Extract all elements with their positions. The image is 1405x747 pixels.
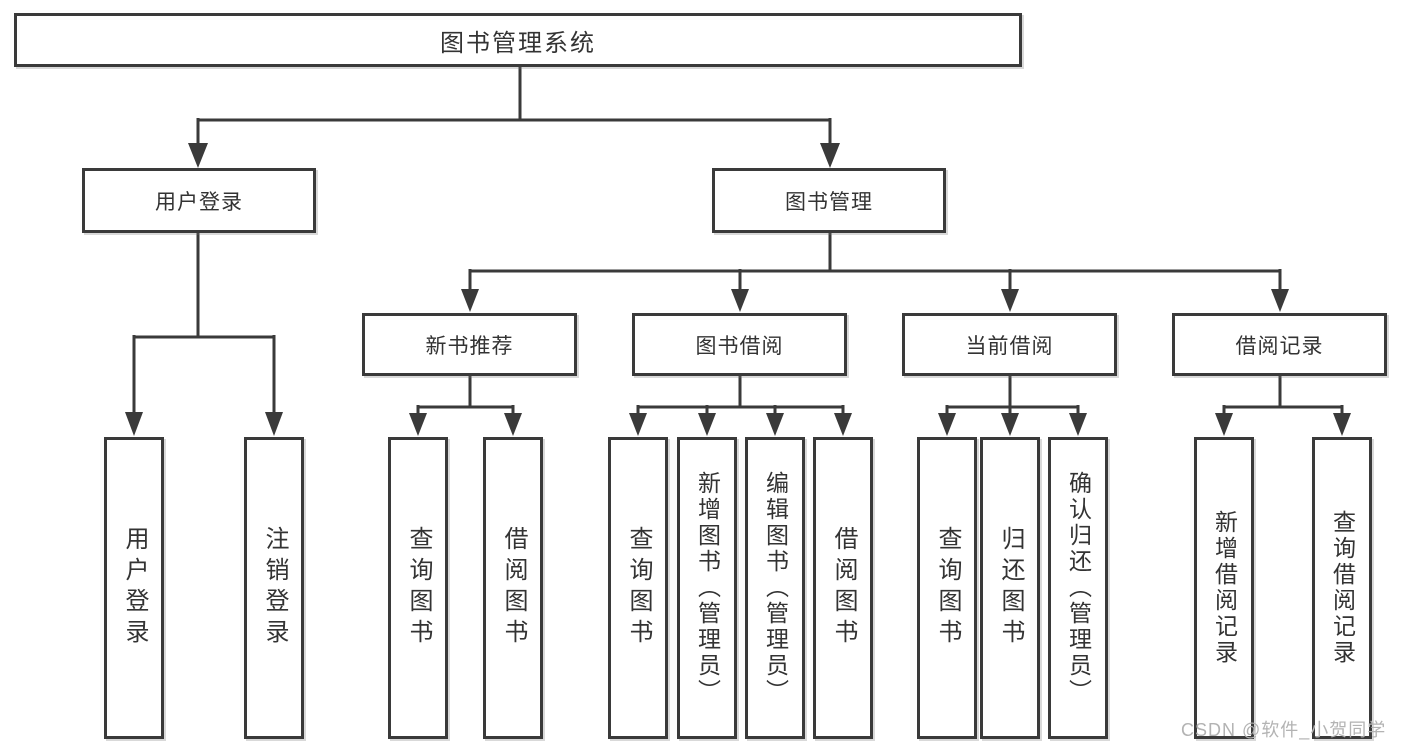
- node-label: 查询借阅记录: [1329, 510, 1356, 666]
- leaf-borrow-books: 借阅图书: [813, 437, 873, 739]
- node-label: 查询图书: [625, 526, 652, 650]
- leaf-edit-book-admin: 编辑图书（管理员）: [745, 437, 805, 739]
- node-label: 借阅图书: [500, 526, 527, 650]
- node-label: 借阅图书: [830, 526, 857, 650]
- node-library-management-system: 图书管理系统: [14, 13, 1022, 67]
- csdn-watermark: CSDN @软件_小贺同学: [1181, 720, 1387, 740]
- leaf-query-books-borrow: 查询图书: [608, 437, 668, 739]
- node-label: 当前借阅: [965, 334, 1054, 358]
- node-label: 新增借阅记录: [1211, 510, 1238, 666]
- node-label: 编辑图书（管理员）: [762, 471, 789, 705]
- node-label: 查询图书: [405, 526, 432, 650]
- node-label: 图书管理: [785, 190, 873, 214]
- node-label: 图书借阅: [695, 334, 784, 358]
- leaf-return-books: 归还图书: [980, 437, 1040, 739]
- node-label: 注销登录: [261, 526, 288, 650]
- leaf-query-books-recommend: 查询图书: [388, 437, 448, 739]
- leaf-add-borrow-record: 新增借阅记录: [1194, 437, 1254, 739]
- leaf-user-login: 用户登录: [104, 437, 164, 739]
- node-label: 确认归还（管理员）: [1065, 471, 1092, 705]
- node-label: 新增图书（管理员）: [694, 471, 721, 705]
- node-label: 用户登录: [155, 190, 243, 214]
- node-label: 查询图书: [934, 526, 961, 650]
- node-borrowing-records: 借阅记录: [1172, 313, 1387, 376]
- node-label: 用户登录: [121, 526, 148, 650]
- node-new-book-recommendation: 新书推荐: [362, 313, 577, 376]
- node-label: 归还图书: [997, 526, 1024, 650]
- node-user-login: 用户登录: [82, 168, 316, 233]
- node-label: 借阅记录: [1235, 334, 1324, 358]
- node-label: 图书管理系统: [440, 29, 596, 57]
- leaf-query-books-current: 查询图书: [917, 437, 977, 739]
- node-label: 新书推荐: [425, 334, 514, 358]
- leaf-logout: 注销登录: [244, 437, 304, 739]
- leaf-borrow-books-recommend: 借阅图书: [483, 437, 543, 739]
- node-book-borrowing: 图书借阅: [632, 313, 847, 376]
- node-current-borrowing: 当前借阅: [902, 313, 1117, 376]
- leaf-query-borrow-record: 查询借阅记录: [1312, 437, 1372, 739]
- node-book-management: 图书管理: [712, 168, 946, 233]
- leaf-confirm-return-admin: 确认归还（管理员）: [1048, 437, 1108, 739]
- leaf-add-book-admin: 新增图书（管理员）: [677, 437, 737, 739]
